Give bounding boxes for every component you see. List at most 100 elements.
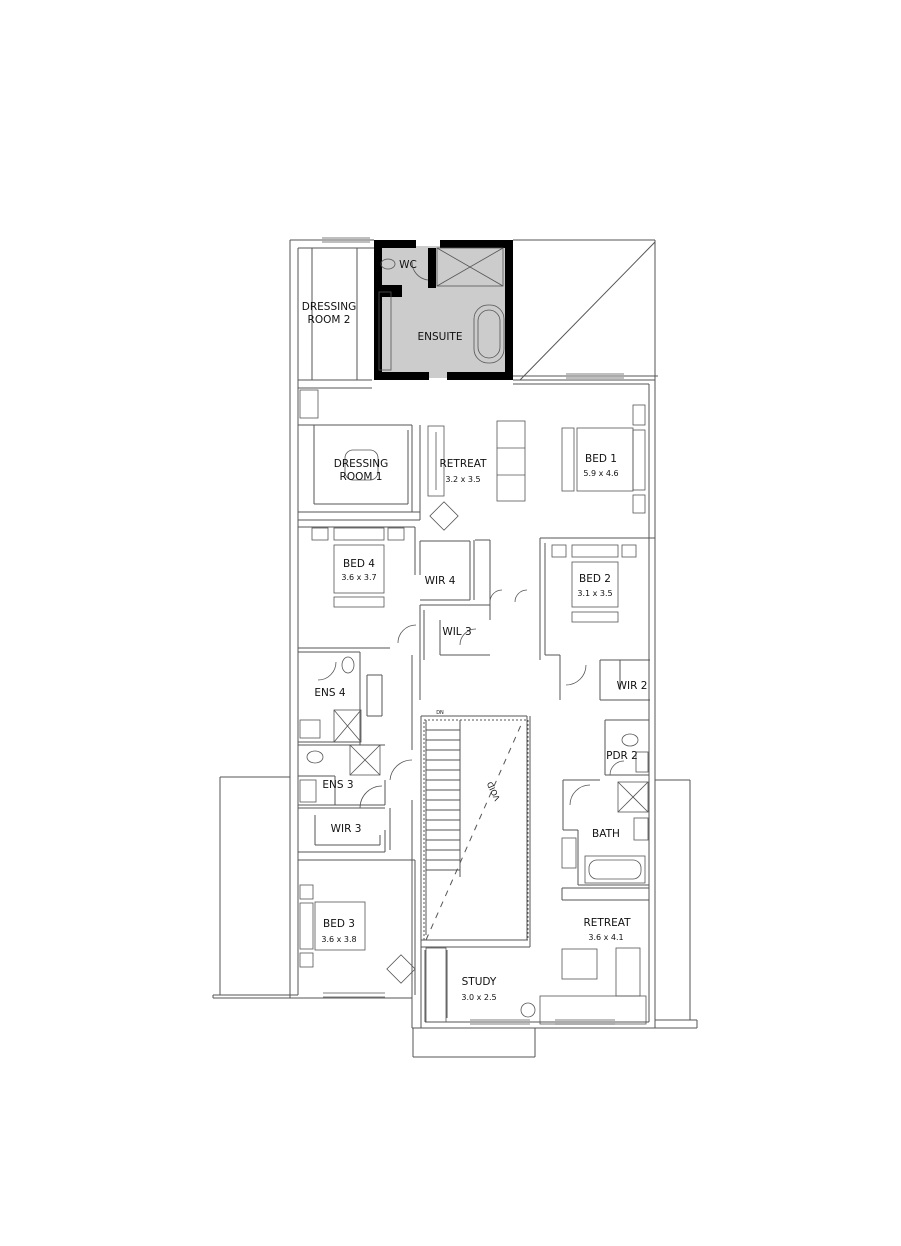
- thick-wall: [505, 240, 513, 380]
- thick-wall: [374, 240, 382, 380]
- thick-wall: [440, 240, 513, 248]
- ottoman-icon: [344, 449, 379, 481]
- coffee-table-icon: [561, 948, 598, 980]
- label-ensuite: ENSUITE: [418, 331, 463, 343]
- basin-icon: [635, 751, 649, 773]
- side-table-icon: [311, 527, 329, 541]
- label-bed-1: BED 1: [585, 453, 617, 465]
- door-swing: [514, 589, 528, 603]
- bed-icon: [571, 561, 619, 608]
- label-dressing-room-1-line2: ROOM 1: [340, 471, 383, 483]
- side-table-icon: [299, 952, 314, 968]
- side-table-icon: [299, 884, 314, 900]
- door-swing: [459, 628, 477, 646]
- door-swing: [609, 760, 625, 776]
- door-swing: [397, 624, 417, 644]
- bathtub-inner: [588, 859, 642, 880]
- label-bed-3: BED 3: [323, 918, 355, 930]
- label-pdr-2: PDR 2: [606, 750, 638, 762]
- cabinet-icon: [561, 837, 577, 869]
- wall-segment: [519, 241, 656, 381]
- label-bed-4: BED 4: [343, 558, 375, 570]
- vanity-icon: [378, 291, 392, 371]
- label-stair-down: DN: [436, 710, 444, 716]
- ensuite-fill: [376, 246, 510, 378]
- label-retreat-lower: RETREAT: [583, 917, 631, 929]
- side-table-icon: [632, 404, 646, 426]
- bed-icon: [333, 544, 385, 594]
- label-dressing-room-2-line2: ROOM 2: [308, 314, 351, 326]
- label-wil-3: WIL 3: [442, 626, 471, 638]
- toilet-icon: [380, 258, 396, 270]
- shower-icon: [349, 744, 381, 776]
- basin-icon: [633, 817, 649, 841]
- side-table-icon: [387, 527, 405, 541]
- label-retreat-upper: RETREAT: [439, 458, 487, 470]
- sofa-chaise-icon: [615, 947, 641, 997]
- door-swing: [569, 784, 591, 806]
- label-wir-2: WIR 2: [617, 680, 648, 692]
- size-bed-1: 5.9 x 4.6: [583, 469, 618, 478]
- walls: [212, 239, 698, 1058]
- label-wc: WC: [399, 259, 417, 271]
- door-swing: [317, 661, 337, 681]
- size-bed-4: 3.6 x 3.7: [341, 573, 376, 582]
- room-labels: WC DRESSING ROOM 2 ENSUITE DRESSING ROOM…: [302, 259, 648, 1002]
- label-dressing-room-1: DRESSING: [334, 458, 388, 470]
- door-swing: [411, 261, 429, 281]
- side-table-icon: [632, 494, 646, 514]
- thick-wall: [374, 240, 416, 248]
- toilet-icon: [341, 656, 355, 674]
- bench-icon: [333, 596, 385, 608]
- thick-wall: [374, 372, 429, 380]
- shower-icon: [436, 247, 504, 287]
- size-study: 3.0 x 2.5: [461, 993, 496, 1002]
- shower-cross: [436, 247, 504, 287]
- label-void: VOID: [485, 780, 502, 802]
- tv-unit-icon: [427, 425, 445, 497]
- label-study: STUDY: [462, 976, 497, 988]
- label-ens-3: ENS 3: [322, 779, 353, 791]
- bench-icon: [561, 427, 575, 492]
- door-swing: [565, 664, 587, 686]
- size-retreat-upper: 3.2 x 3.5: [445, 475, 480, 484]
- cabinet-icon: [299, 389, 319, 419]
- side-table-icon: [551, 544, 567, 558]
- label-wir-3: WIR 3: [331, 823, 362, 835]
- basin-icon: [299, 779, 317, 803]
- shower-icon: [333, 709, 362, 743]
- bathtub-icon: [584, 855, 646, 884]
- shower-cross: [349, 744, 381, 776]
- headboard-icon: [571, 544, 619, 558]
- label-dressing-room-2: DRESSING: [302, 301, 356, 313]
- desk-icon: [425, 947, 447, 1023]
- label-ens-4: ENS 4: [314, 687, 345, 699]
- headboard-icon: [299, 902, 314, 950]
- bench-icon: [571, 611, 619, 623]
- basin-icon: [299, 719, 321, 739]
- void-line: [425, 724, 522, 941]
- headboard-icon: [632, 429, 646, 491]
- toilet-icon: [621, 733, 639, 747]
- shower-icon: [617, 781, 649, 813]
- door-swing: [389, 759, 413, 781]
- thick-wall: [428, 248, 436, 288]
- label-bath: BATH: [592, 828, 620, 840]
- toilet-icon: [306, 750, 324, 764]
- armchair-icon: [429, 501, 459, 531]
- door-swing: [359, 785, 383, 809]
- chair-icon: [520, 1002, 536, 1018]
- label-wir-4: WIR 4: [425, 575, 456, 587]
- void-outline: [423, 719, 529, 941]
- bathtub-inner: [477, 309, 501, 359]
- shower-cross: [617, 781, 649, 813]
- door-swing: [489, 589, 503, 603]
- headboard-icon: [333, 527, 385, 541]
- thick-wall: [447, 372, 513, 380]
- bathtub-icon: [473, 304, 505, 364]
- shower-cross: [333, 709, 362, 743]
- label-bed-2: BED 2: [579, 573, 611, 585]
- bed-icon: [314, 901, 366, 951]
- size-bed-3: 3.6 x 3.8: [321, 935, 356, 944]
